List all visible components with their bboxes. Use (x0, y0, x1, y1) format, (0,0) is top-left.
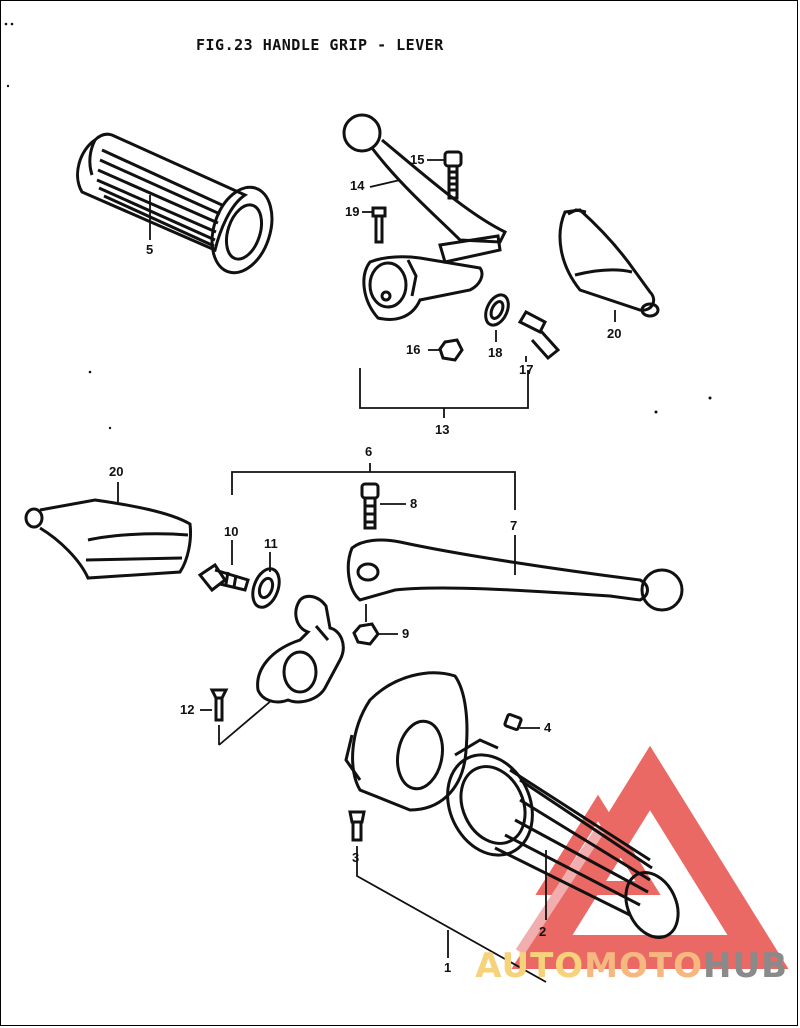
callout-7: 7 (510, 518, 518, 533)
callout-3: 3 (352, 850, 360, 865)
callout-9: 9 (402, 626, 410, 641)
leader-lines (118, 160, 615, 982)
callout-14: 14 (350, 178, 365, 193)
watermark-part-b: MOTO (584, 946, 704, 986)
callout-6: 6 (365, 444, 373, 459)
callout-20-left: 20 (109, 464, 124, 479)
figure-title: FIG.23 HANDLE GRIP - LEVER (196, 36, 444, 54)
part-5-handle-grip-left (78, 134, 283, 280)
part-7-clutch-lever (348, 540, 682, 610)
part-11-washer (248, 565, 284, 611)
part-12-screw (212, 690, 226, 720)
part-9-nut (354, 624, 378, 644)
callout-16: 16 (406, 342, 421, 357)
watermark-part-a: AUTO (475, 946, 585, 986)
callout-11: 11 (264, 536, 278, 551)
callout-10: 10 (224, 524, 239, 539)
callout-5: 5 (146, 242, 154, 257)
part-13-lever-holder (364, 257, 482, 320)
callout-13: 13 (435, 422, 450, 437)
part-18-washer (481, 291, 513, 328)
part-10-bolt (200, 565, 248, 590)
part-4-cap (504, 714, 521, 730)
part-15-bolt (445, 152, 461, 198)
callout-4: 4 (544, 720, 552, 735)
part-8-pivot-bolt (362, 484, 378, 528)
callout-8: 8 (410, 496, 418, 511)
callout-20-top: 20 (607, 326, 622, 341)
callout-15: 15 (410, 152, 425, 167)
callout-17: 17 (519, 362, 534, 377)
watermark-automotohub: AUTOMOTOHUB (475, 946, 788, 986)
scan-specks (4, 22, 712, 430)
part-clutch-lever-holder (258, 596, 344, 702)
callout-12: 12 (180, 702, 195, 717)
part-19-screw (373, 208, 385, 242)
callout-2: 2 (539, 924, 547, 939)
part-14-brake-lever (344, 115, 505, 262)
callout-19: 19 (345, 204, 360, 219)
watermark-part-c: HUB (703, 946, 788, 986)
part-16-nut (440, 340, 462, 360)
part-2-throttle-grip (432, 740, 688, 946)
part-3-screw (350, 812, 364, 840)
part-17-bolt (520, 312, 558, 358)
callout-1: 1 (444, 960, 452, 975)
callout-18: 18 (488, 345, 503, 360)
part-20-lever-cover-right (560, 210, 658, 316)
part-20-lever-cover-left (26, 500, 191, 578)
